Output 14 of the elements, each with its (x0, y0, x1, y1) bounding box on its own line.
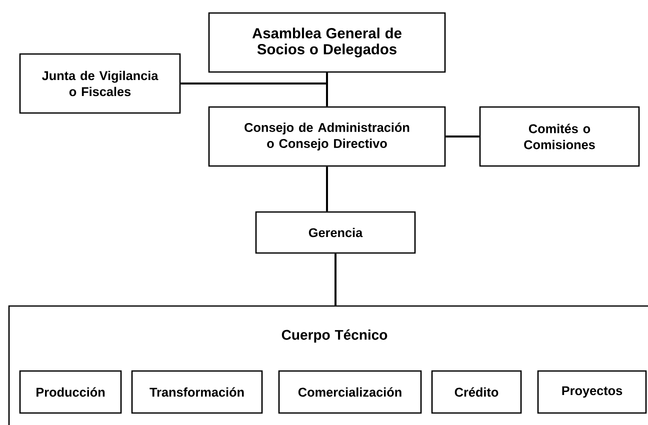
org-box: Junta de Vigilancia o Fiscales (19, 53, 181, 114)
org-box: Consejo de Administración o Consejo Directivo (208, 106, 446, 167)
org-box: Producción (19, 370, 122, 414)
org-box: Proyectos (537, 370, 647, 414)
connector-line (446, 136, 480, 138)
org-box: Gerencia (255, 211, 416, 254)
connector-line (326, 166, 328, 212)
org-box: Crédito (431, 370, 522, 414)
connector-line (180, 72, 328, 84)
org-box: Comités o Comisiones (479, 106, 640, 167)
org-box: Comercialización (278, 370, 422, 414)
org-box: Asamblea General de Socios o Delegados (208, 12, 446, 73)
org-box: Transformación (131, 370, 263, 414)
connector-line (334, 254, 336, 306)
